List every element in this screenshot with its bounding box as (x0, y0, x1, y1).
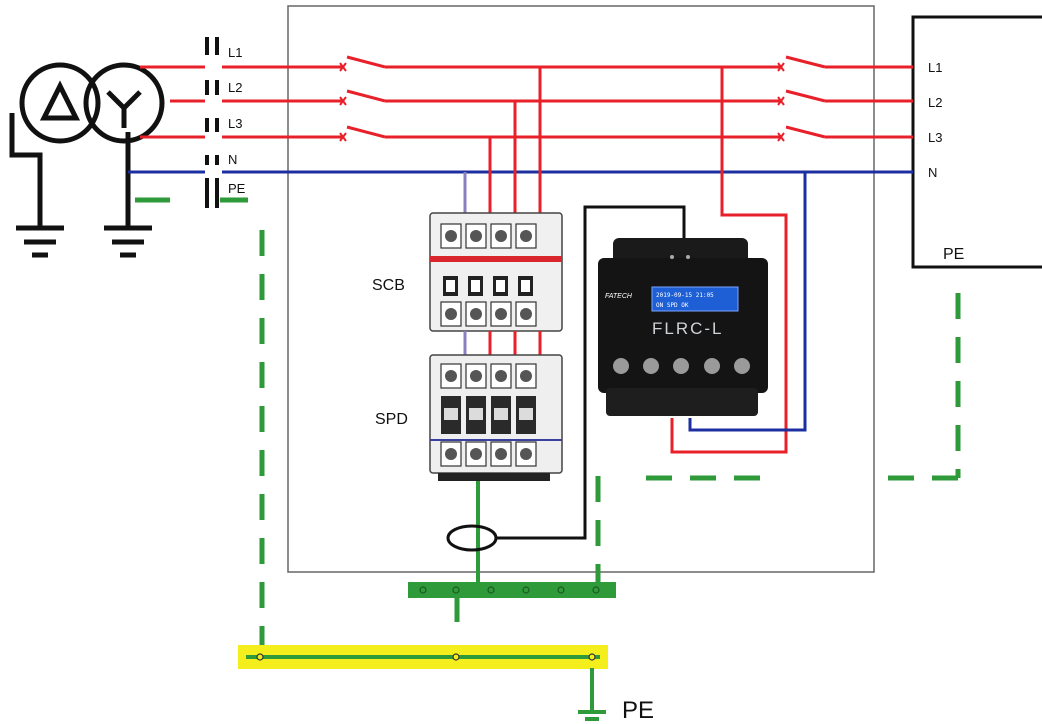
monitor-button-4 (704, 358, 720, 374)
load-label-n: N (928, 165, 937, 180)
monitor-lcd (651, 286, 739, 312)
phase-l3-line (222, 125, 913, 139)
spd-module (429, 354, 563, 481)
distribution-enclosure (287, 5, 875, 573)
monitor-phase-wiring (670, 67, 788, 454)
ground-pe-label: PE (622, 697, 654, 724)
monitor-button-3 (673, 358, 689, 374)
scb-phase-taps (488, 67, 542, 215)
spd-label: SPD (375, 411, 408, 428)
monitor-button-5 (734, 358, 750, 374)
monitor-neutral-wiring (688, 172, 807, 432)
source-label-pe: PE (228, 181, 246, 196)
source-isolator (205, 37, 219, 208)
flrc-monitor: 2019-09-15 21:05 ON SPD OK FATECH FLRC-L (598, 238, 768, 416)
main-bonding-bar (238, 645, 608, 669)
monitor-button-1 (613, 358, 629, 374)
monitor-lcd-line2: ON SPD OK (656, 302, 689, 309)
transformer-leads (140, 65, 205, 139)
pe-terminal-bar (408, 582, 616, 598)
load-label-l2: L2 (928, 95, 942, 110)
monitor-logo: FATECH (605, 293, 633, 300)
load-label-l1: L1 (928, 60, 942, 75)
pe-dashed-conductors (259, 230, 961, 650)
transformer-earth-right (104, 132, 152, 258)
current-sensor-ring (446, 524, 498, 552)
phase-l2-line (222, 89, 913, 103)
load-label-l3: L3 (928, 130, 942, 145)
scb-label: SCB (372, 277, 405, 294)
source-label-n: N (228, 152, 237, 167)
source-label-l3: L3 (228, 116, 242, 131)
earth-electrode-lead (578, 668, 606, 721)
scb-spd-links (463, 331, 542, 358)
transformer-earth-left (9, 113, 64, 258)
switch-contact-marks (339, 62, 785, 142)
load-box (911, 15, 1042, 269)
source-label-l2: L2 (228, 80, 242, 95)
scb-module (429, 212, 563, 332)
phase-l1-line (222, 55, 913, 69)
monitor-lcd-line1: 2019-09-15 21:05 (656, 292, 714, 299)
monitor-brand: FLRC-L (652, 319, 724, 338)
load-label-pe: PE (943, 246, 964, 263)
monitor-button-2 (643, 358, 659, 374)
source-label-l1: L1 (228, 45, 242, 60)
monitor-sensor-wiring (495, 205, 686, 540)
transformer-symbol (19, 62, 165, 144)
